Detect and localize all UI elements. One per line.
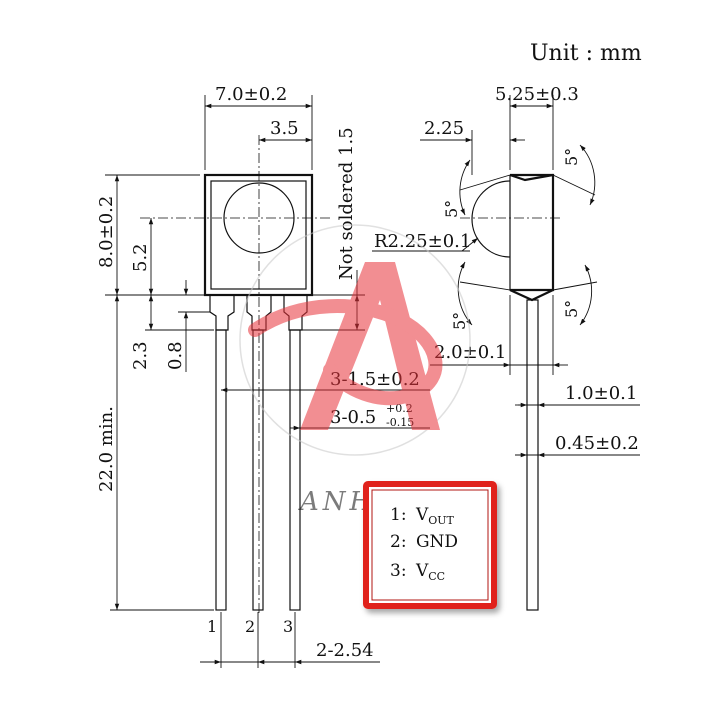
offset-dimension: 3.5: [270, 118, 299, 139]
unit-label: Unit : mm: [530, 41, 642, 66]
height-dimension: 8.0±0.2: [96, 196, 117, 268]
legend-pin-2-number: 2:: [390, 532, 407, 552]
legend-pin-3-number: 3:: [390, 561, 407, 581]
legend-pin-3: 3: VCC: [390, 561, 445, 583]
pin-legend-box: 1: VOUT 2: GND 3: VCC: [363, 481, 497, 609]
angle-left-top: 5°: [442, 200, 461, 218]
lens-dimension: 2.25: [424, 118, 464, 139]
pin-spacing-dimension: 2-2.54: [316, 640, 374, 661]
tab-dimension: 2.3: [130, 341, 151, 370]
legend-pin-1-sub: OUT: [428, 514, 454, 527]
side-lens-arc: [471, 180, 511, 258]
lead-thickness-dimension: 0.45±0.2: [555, 433, 639, 454]
pin-number-3: 3: [283, 617, 293, 636]
side-view: 5.25±0.3 2.25 R2.25±0.1 5° 5° 5° 5° 2.0±…: [372, 84, 640, 611]
lead-length-dimension: 22.0 min.: [96, 406, 117, 492]
lead-width-tolerance-lower: -0.15: [386, 416, 414, 429]
body-depth-dimension: 2.0±0.1: [434, 342, 506, 363]
pin-number-1: 1: [207, 617, 217, 636]
legend-pin-1-number: 1:: [390, 505, 407, 525]
neck-dimension: 0.8: [165, 341, 186, 370]
depth-dimension: 5.25±0.3: [495, 84, 579, 105]
side-body-outline: [510, 173, 555, 292]
lead-1: [215, 329, 227, 611]
lead-2: [252, 329, 264, 611]
lead-offset-dimension: 1.0±0.1: [565, 383, 637, 404]
lead-3: [289, 329, 301, 611]
leads: [215, 329, 301, 611]
radius-dimension: R2.25±0.1: [374, 231, 471, 252]
lead-width-dimension: 3-0.5: [330, 407, 376, 428]
width-dimension: 7.0±0.2: [215, 84, 287, 105]
legend-pin-3-name: V: [415, 561, 429, 581]
legend-pin-2: 2: GND: [390, 532, 458, 552]
legend-pin-2-name: GND: [416, 532, 458, 552]
legend-pin-1: 1: VOUT: [390, 505, 455, 527]
center-height-dimension: 5.2: [130, 243, 151, 272]
legend-pin-3-sub: CC: [428, 570, 445, 583]
angle-bottom: 5°: [562, 300, 581, 318]
package-body-inner: [210, 180, 307, 290]
legend-pin-1-name: V: [415, 505, 429, 525]
angle-top: 5°: [562, 148, 581, 166]
pin-number-2: 2: [245, 617, 255, 636]
angle-left-bottom: 5°: [450, 312, 469, 330]
not-soldered-label: Not soldered 1.5: [336, 127, 357, 280]
